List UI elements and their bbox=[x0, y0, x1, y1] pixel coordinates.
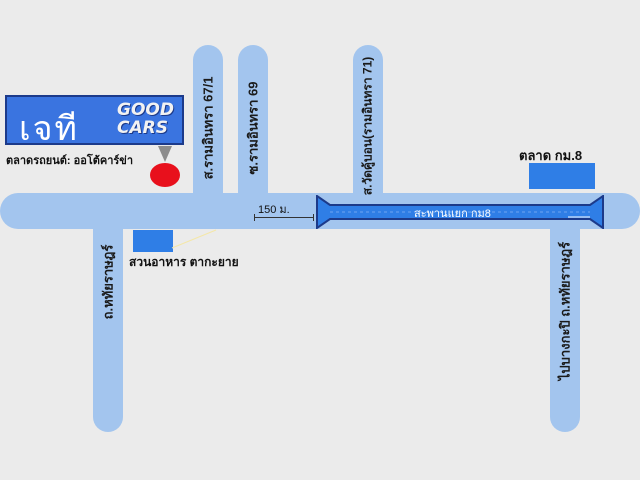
car-market-label: ตลาดรถยนต์: ออโต้คาร์ข่า bbox=[6, 155, 134, 167]
logo-cars: CARS bbox=[117, 118, 168, 138]
distance-line bbox=[254, 217, 314, 218]
market-km8-label: ตลาด กม.8 bbox=[519, 148, 583, 163]
logo-thai-text: เจที bbox=[19, 109, 79, 149]
road-hathairat-left bbox=[93, 200, 123, 432]
distance-tick-end bbox=[313, 214, 314, 221]
bridge-label: สะพานแยก กม8 bbox=[414, 208, 491, 220]
market-km8-marker bbox=[529, 163, 595, 189]
distance-tick-start bbox=[254, 214, 255, 221]
flyover-bridge bbox=[316, 195, 604, 229]
logo-good: GOOD bbox=[117, 100, 174, 120]
label-road-hathairat-right: ไปบางกะปิ ถ.หทัยราษฎร์ bbox=[557, 241, 573, 381]
label-soi-ramintra-69: ซ.รามอินทรา 69 bbox=[245, 81, 261, 175]
road-soi-ramintra-67-1 bbox=[193, 45, 223, 215]
restaurant-marker bbox=[133, 230, 173, 252]
distance-label: 150 ม. bbox=[258, 204, 290, 216]
logo-english-text: GOOD CARS bbox=[117, 101, 174, 137]
road-hathairat-right bbox=[550, 200, 580, 432]
restaurant-label: สวนอาหาร ตากะยาย bbox=[129, 255, 239, 269]
label-soi-ramintra-67-1: ส.รามอินทรา 67/1 bbox=[200, 76, 216, 180]
road-soi-ramintra-69 bbox=[238, 45, 268, 215]
location-pin-icon bbox=[150, 146, 180, 187]
label-soi-wat-ku-bon: ส.วัดคู้บอน(รามอินทรา 71) bbox=[360, 56, 375, 196]
label-road-hathairat: ถ.หทัยราษฎร์ bbox=[100, 244, 116, 320]
restaurant-pointer-icon bbox=[171, 229, 217, 249]
good-cars-logo: เจที GOOD CARS bbox=[5, 95, 184, 149]
road-soi-wat-ku-bon bbox=[353, 45, 383, 215]
